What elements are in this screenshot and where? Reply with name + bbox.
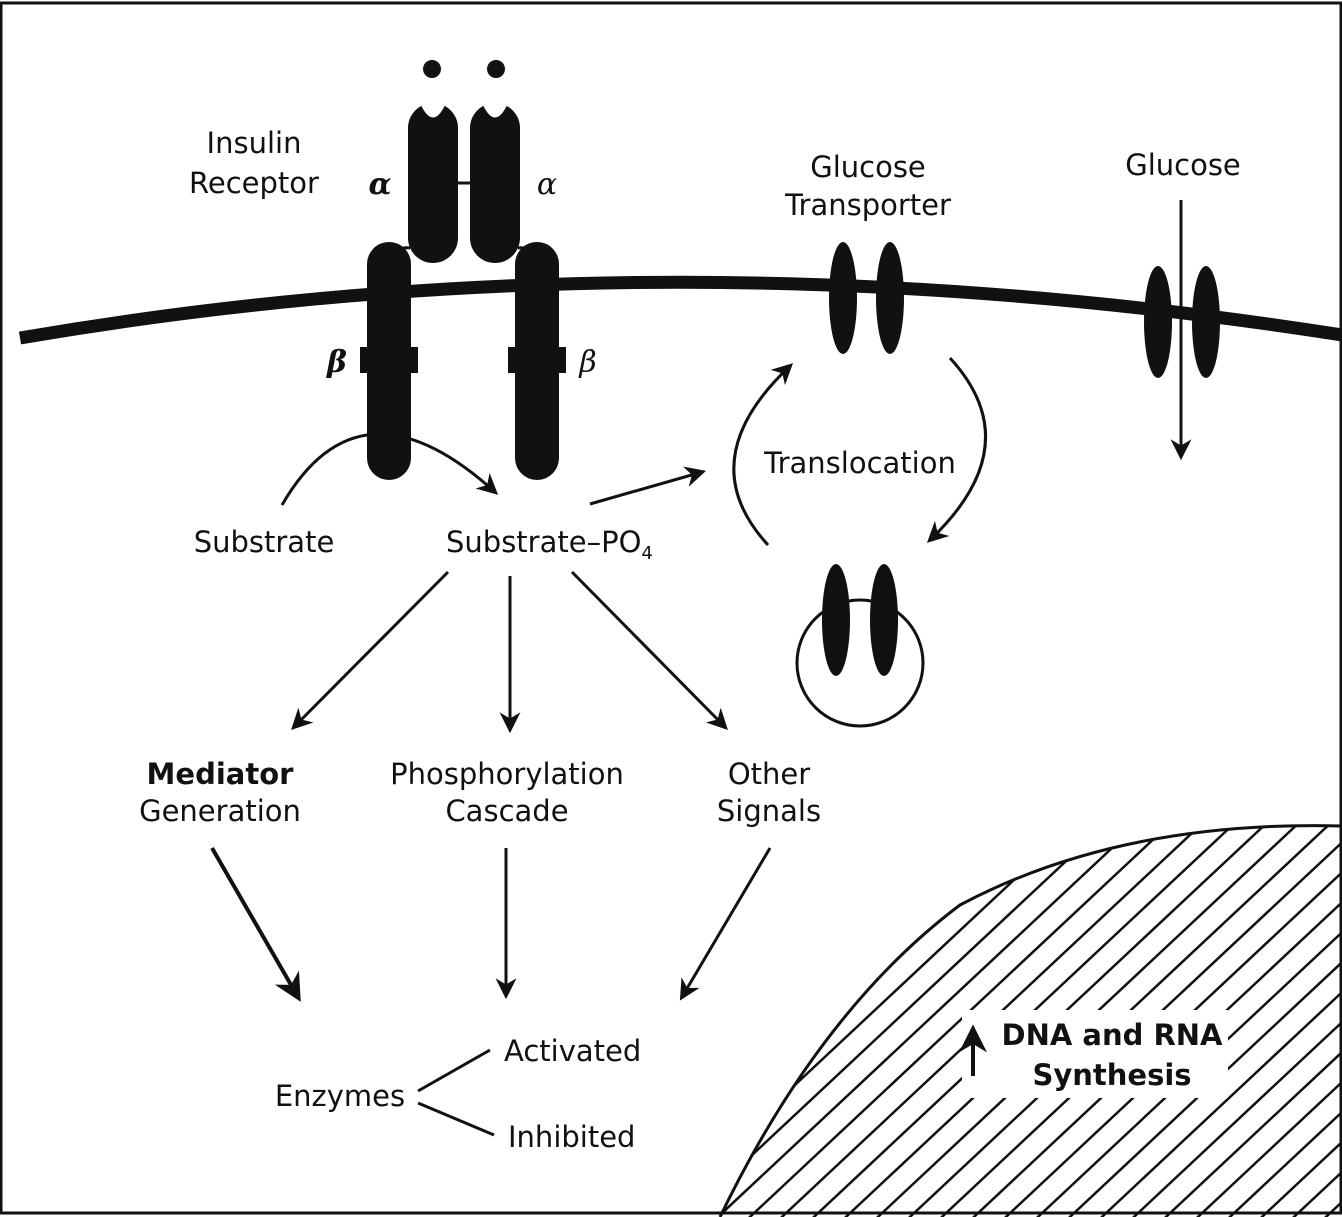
- hatch-line: [1312, 790, 1342, 1217]
- hatch-line: [832, 790, 1302, 1217]
- mediator-generation-label-2: Generation: [139, 794, 301, 828]
- inhibited-label: Inhibited: [508, 1120, 635, 1154]
- insulin-receptor-label-1: Insulin: [207, 126, 302, 160]
- hatch-line: [1152, 790, 1342, 1217]
- kinase-domain-right: [508, 347, 566, 373]
- nucleus-hatching: [640, 790, 1342, 1217]
- po4-subscript: 4: [641, 543, 652, 564]
- vesicle-transporter-right: [870, 564, 898, 676]
- phosphorylation-cascade-label-1: Phosphorylation: [390, 757, 624, 791]
- alpha-label-right: α: [537, 167, 557, 202]
- hatch-line: [736, 790, 1206, 1217]
- channel-subunit-right: [1192, 266, 1220, 378]
- hatch-line: [704, 790, 1174, 1217]
- activated-label: Activated: [504, 1034, 641, 1068]
- mediator-generation-label-1: Mediator: [147, 757, 295, 791]
- branch-activated: [418, 1050, 490, 1091]
- glucose-transporter: [829, 242, 904, 354]
- branch-inhibited: [418, 1103, 494, 1135]
- hatch-line: [960, 790, 1342, 1217]
- hatch-line: [1120, 790, 1342, 1217]
- hatch-line: [1184, 790, 1342, 1217]
- kinase-domain-left: [360, 347, 418, 373]
- vesicle-membrane: [797, 600, 923, 726]
- insulin-molecule-left: [423, 60, 441, 78]
- hatch-line: [1088, 790, 1342, 1217]
- other-signals-label-1: Other: [728, 757, 810, 791]
- dna-rna-synthesis-label-1: DNA and RNA: [1002, 1018, 1224, 1052]
- hatch-line: [640, 790, 1110, 1217]
- hatch-line: [1024, 790, 1342, 1217]
- hatch-line: [896, 790, 1342, 1217]
- glucose-transporter-label-2: Transporter: [784, 188, 951, 222]
- channel-subunit-left: [1144, 266, 1172, 378]
- translocation-label: Translocation: [763, 446, 956, 480]
- transporter-subunit-left: [829, 242, 857, 354]
- glucose-channel: [1144, 200, 1220, 456]
- insulin-receptor-label-2: Receptor: [189, 166, 319, 200]
- beta-label-right: β: [578, 345, 596, 380]
- arrow-to-mediator: [294, 572, 448, 727]
- glucose-label: Glucose: [1125, 148, 1241, 182]
- hatch-line: [768, 790, 1238, 1217]
- hatch-line: [800, 790, 1270, 1217]
- substrate-label: Substrate: [194, 525, 335, 559]
- arrow-mediator-to-enzymes: [212, 848, 298, 997]
- arrow-to-translocation: [590, 472, 702, 504]
- hatch-line: [1280, 790, 1342, 1217]
- arrow-signals-to-enzymes: [682, 848, 770, 997]
- alpha-subunit-right: [470, 103, 520, 263]
- hatch-line: [672, 790, 1142, 1217]
- hatch-line: [864, 790, 1334, 1217]
- transporter-subunit-right: [876, 242, 904, 354]
- hatch-line: [992, 790, 1342, 1217]
- nucleus: [640, 790, 1342, 1217]
- other-signals-label-2: Signals: [717, 794, 821, 828]
- glucose-transporter-label-1: Glucose: [810, 150, 926, 184]
- vesicle-transporter-left: [822, 564, 850, 676]
- enzymes-label: Enzymes: [275, 1079, 405, 1113]
- alpha-label-left: α: [368, 167, 391, 202]
- phosphorylation-cascade-label-2: Cascade: [445, 794, 568, 828]
- substrate-po4-label: Substrate–PO4: [446, 525, 653, 564]
- beta-label-left: β: [326, 345, 347, 380]
- insulin-receptor: [360, 60, 566, 480]
- hatch-line: [928, 790, 1342, 1217]
- intracellular-vesicle: [797, 564, 923, 726]
- arrow-to-other-signals: [572, 572, 725, 727]
- cell-membrane: [20, 282, 1342, 338]
- alpha-subunit-left: [408, 103, 458, 263]
- dna-rna-synthesis-label-2: Synthesis: [1032, 1058, 1191, 1092]
- insulin-molecule-right: [487, 60, 505, 78]
